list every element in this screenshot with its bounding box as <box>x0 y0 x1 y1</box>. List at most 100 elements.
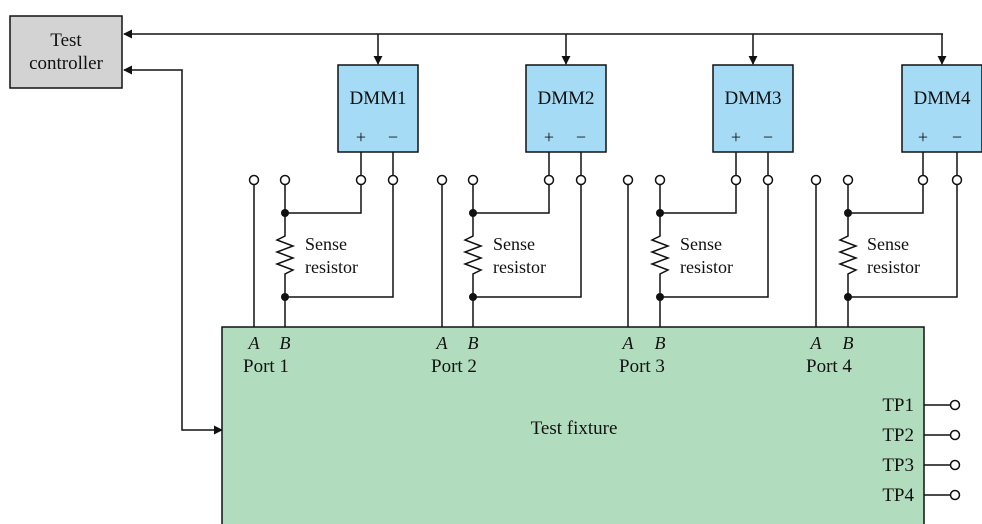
port-b-wire <box>274 185 296 327</box>
sense-top-wire <box>285 185 362 214</box>
port-a-terminal <box>622 174 634 186</box>
channel-1: DMM1 + − Sense resistor A B Port 1 <box>243 64 419 377</box>
test-point-3: TP3 <box>882 455 961 476</box>
dmm-minus-label: − <box>576 127 586 147</box>
sense-resistor-label-line2: resistor <box>305 257 358 277</box>
dmm-minus-terminal <box>575 174 587 186</box>
dmm-box <box>525 64 607 153</box>
port-a-terminal <box>810 174 822 186</box>
test-point-terminal <box>949 489 961 501</box>
port-b-label: B <box>843 333 854 353</box>
dmm-minus-terminal <box>762 174 774 186</box>
dmm-box <box>712 64 794 153</box>
port-b-terminal <box>279 174 291 186</box>
dmm-plus-label: + <box>356 127 366 147</box>
port-a-label: A <box>810 333 823 353</box>
test-points: TP1 TP2 TP3 TP4 <box>882 395 961 506</box>
port-b-wire <box>649 185 671 327</box>
junction-dot-top <box>281 209 289 217</box>
test-controller-label-line1: Test <box>50 30 82 51</box>
port-label: Port 4 <box>806 356 852 377</box>
sense-resistor-label-line2: resistor <box>680 257 733 277</box>
sense-resistor-label-line1: Sense <box>493 234 535 254</box>
port-b-terminal <box>842 174 854 186</box>
sense-bottom-wire <box>660 185 769 298</box>
dmm-plus-terminal <box>543 174 555 186</box>
test-point-label: TP4 <box>882 485 914 506</box>
junction-dot-top <box>844 209 852 217</box>
dmm-name: DMM1 <box>349 88 406 109</box>
test-point-2: TP2 <box>882 425 961 446</box>
test-fixture: Test fixture <box>221 326 925 524</box>
port-b-wire <box>462 185 484 327</box>
port-label: Port 1 <box>243 356 289 377</box>
port-b-wire <box>837 185 859 327</box>
sense-bottom-wire <box>473 185 582 298</box>
port-b-label: B <box>468 333 479 353</box>
channel-2: DMM2 + − Sense resistor A B Port 2 <box>431 64 607 377</box>
sense-top-wire <box>660 185 737 214</box>
dmm-box <box>337 64 419 153</box>
control-bus <box>123 29 947 65</box>
sense-resistor-label-line2: resistor <box>493 257 546 277</box>
test-controller-box <box>9 15 123 89</box>
channel-3: DMM3 + − Sense resistor A B Port 3 <box>619 64 794 377</box>
dmm-minus-terminal <box>951 174 963 186</box>
port-label: Port 2 <box>431 356 477 377</box>
sense-bottom-wire <box>848 185 958 298</box>
dmm-minus-label: − <box>952 127 962 147</box>
dmm-minus-label: − <box>763 127 773 147</box>
controller-fixture-wire <box>123 65 223 435</box>
dmm-plus-label: + <box>731 127 741 147</box>
port-a-terminal <box>248 174 260 186</box>
dmm-plus-label: + <box>918 127 928 147</box>
test-point-4: TP4 <box>882 485 961 506</box>
dmm-minus-terminal <box>387 174 399 186</box>
junction-dot-top <box>656 209 664 217</box>
test-controller: Test controller <box>9 15 123 89</box>
sense-resistor-label-line1: Sense <box>867 234 909 254</box>
sense-top-wire <box>848 185 924 214</box>
dmm-box <box>901 64 982 153</box>
port-a-label: A <box>622 333 635 353</box>
sense-resistor-label-line1: Sense <box>305 234 347 254</box>
junction-dot-bottom <box>656 293 664 301</box>
junction-dot-bottom <box>469 293 477 301</box>
junction-dot-top <box>469 209 477 217</box>
controller-fixture-link <box>123 65 223 435</box>
test-point-label: TP1 <box>882 395 914 416</box>
dmm-name: DMM3 <box>724 88 781 109</box>
sense-resistor-label-line1: Sense <box>680 234 722 254</box>
port-a-terminal <box>436 174 448 186</box>
junction-dot-bottom <box>281 293 289 301</box>
dmm-plus-terminal <box>917 174 929 186</box>
test-controller-label-line2: controller <box>29 53 104 74</box>
dmm-minus-label: − <box>388 127 398 147</box>
dmm-plus-terminal <box>355 174 367 186</box>
port-b-terminal <box>467 174 479 186</box>
test-fixture-label: Test fixture <box>531 418 618 439</box>
dmm-plus-terminal <box>730 174 742 186</box>
channel-4: DMM4 + − Sense resistor A B Port 4 <box>806 64 982 377</box>
test-point-terminal <box>949 459 961 471</box>
test-point-terminal <box>949 429 961 441</box>
test-fixture-box <box>221 326 925 524</box>
sense-resistor-label-line2: resistor <box>867 257 920 277</box>
test-point-1: TP1 <box>882 395 961 416</box>
junction-dot-bottom <box>844 293 852 301</box>
port-label: Port 3 <box>619 356 665 377</box>
port-b-terminal <box>654 174 666 186</box>
test-point-label: TP3 <box>882 455 914 476</box>
sense-top-wire <box>473 185 550 214</box>
port-a-label: A <box>248 333 261 353</box>
port-b-label: B <box>655 333 666 353</box>
dmm-plus-label: + <box>544 127 554 147</box>
sense-bottom-wire <box>285 185 394 298</box>
port-a-label: A <box>436 333 449 353</box>
test-point-terminal <box>949 399 961 411</box>
dmm-name: DMM2 <box>537 88 594 109</box>
port-b-label: B <box>280 333 291 353</box>
test-point-label: TP2 <box>882 425 914 446</box>
dmm-name: DMM4 <box>913 88 971 109</box>
